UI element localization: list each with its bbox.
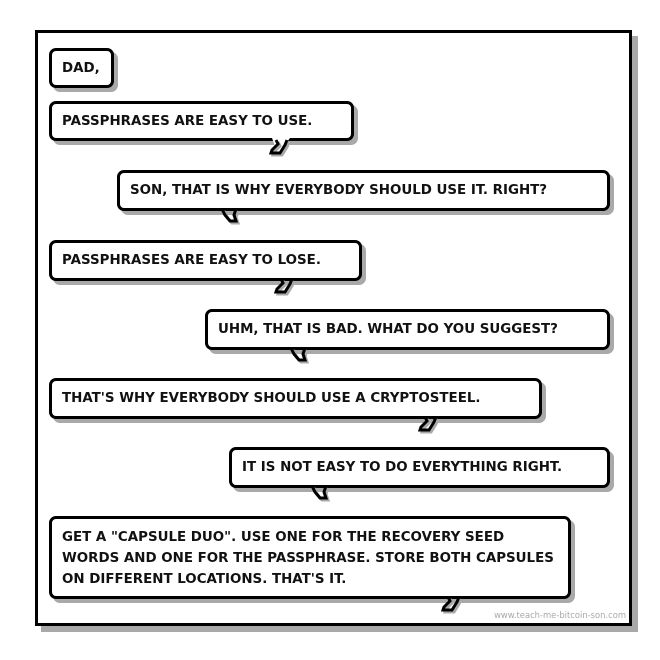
speech-tail-left xyxy=(268,138,291,157)
bubble-text: PASSPHRASES ARE EASY TO USE. xyxy=(62,113,313,129)
speech-tail-right xyxy=(220,208,241,225)
bubble-text: DAD, xyxy=(62,60,100,76)
bubble-text: THAT'S WHY EVERYBODY SHOULD USE A CRYPTO… xyxy=(62,391,481,406)
speech-bubble: DAD, xyxy=(49,48,114,88)
speech-bubble: SON, THAT IS WHY EVERYBODY SHOULD USE IT… xyxy=(117,170,610,211)
speech-bubble: PASSPHRASES ARE EASY TO USE. xyxy=(49,101,354,141)
bubble-text: UHM, THAT IS BAD. WHAT DO YOU SUGGEST? xyxy=(218,322,558,337)
speech-tail-right xyxy=(289,347,310,364)
speech-bubble: UHM, THAT IS BAD. WHAT DO YOU SUGGEST? xyxy=(205,309,610,350)
speech-tail-left xyxy=(417,416,440,434)
speech-tail-right xyxy=(310,485,331,502)
speech-tail-left xyxy=(440,596,463,614)
speech-bubble: THAT'S WHY EVERYBODY SHOULD USE A CRYPTO… xyxy=(49,378,542,419)
speech-bubble: IT IS NOT EASY TO DO EVERYTHING RIGHT. xyxy=(229,447,610,488)
bubble-text: PASSPHRASES ARE EASY TO LOSE. xyxy=(62,253,321,268)
bubble-text: IT IS NOT EASY TO DO EVERYTHING RIGHT. xyxy=(242,460,563,475)
speech-bubble: GET A "CAPSULE DUO". USE ONE FOR THE REC… xyxy=(49,516,571,599)
website-credit: www.teach-me-bitcoin-son.com xyxy=(494,610,626,620)
speech-bubble: PASSPHRASES ARE EASY TO LOSE. xyxy=(49,240,362,281)
bubble-text: GET A "CAPSULE DUO". USE ONE FOR THE REC… xyxy=(62,530,554,587)
bubble-text: SON, THAT IS WHY EVERYBODY SHOULD USE IT… xyxy=(130,183,548,198)
speech-tail-left xyxy=(273,278,296,296)
